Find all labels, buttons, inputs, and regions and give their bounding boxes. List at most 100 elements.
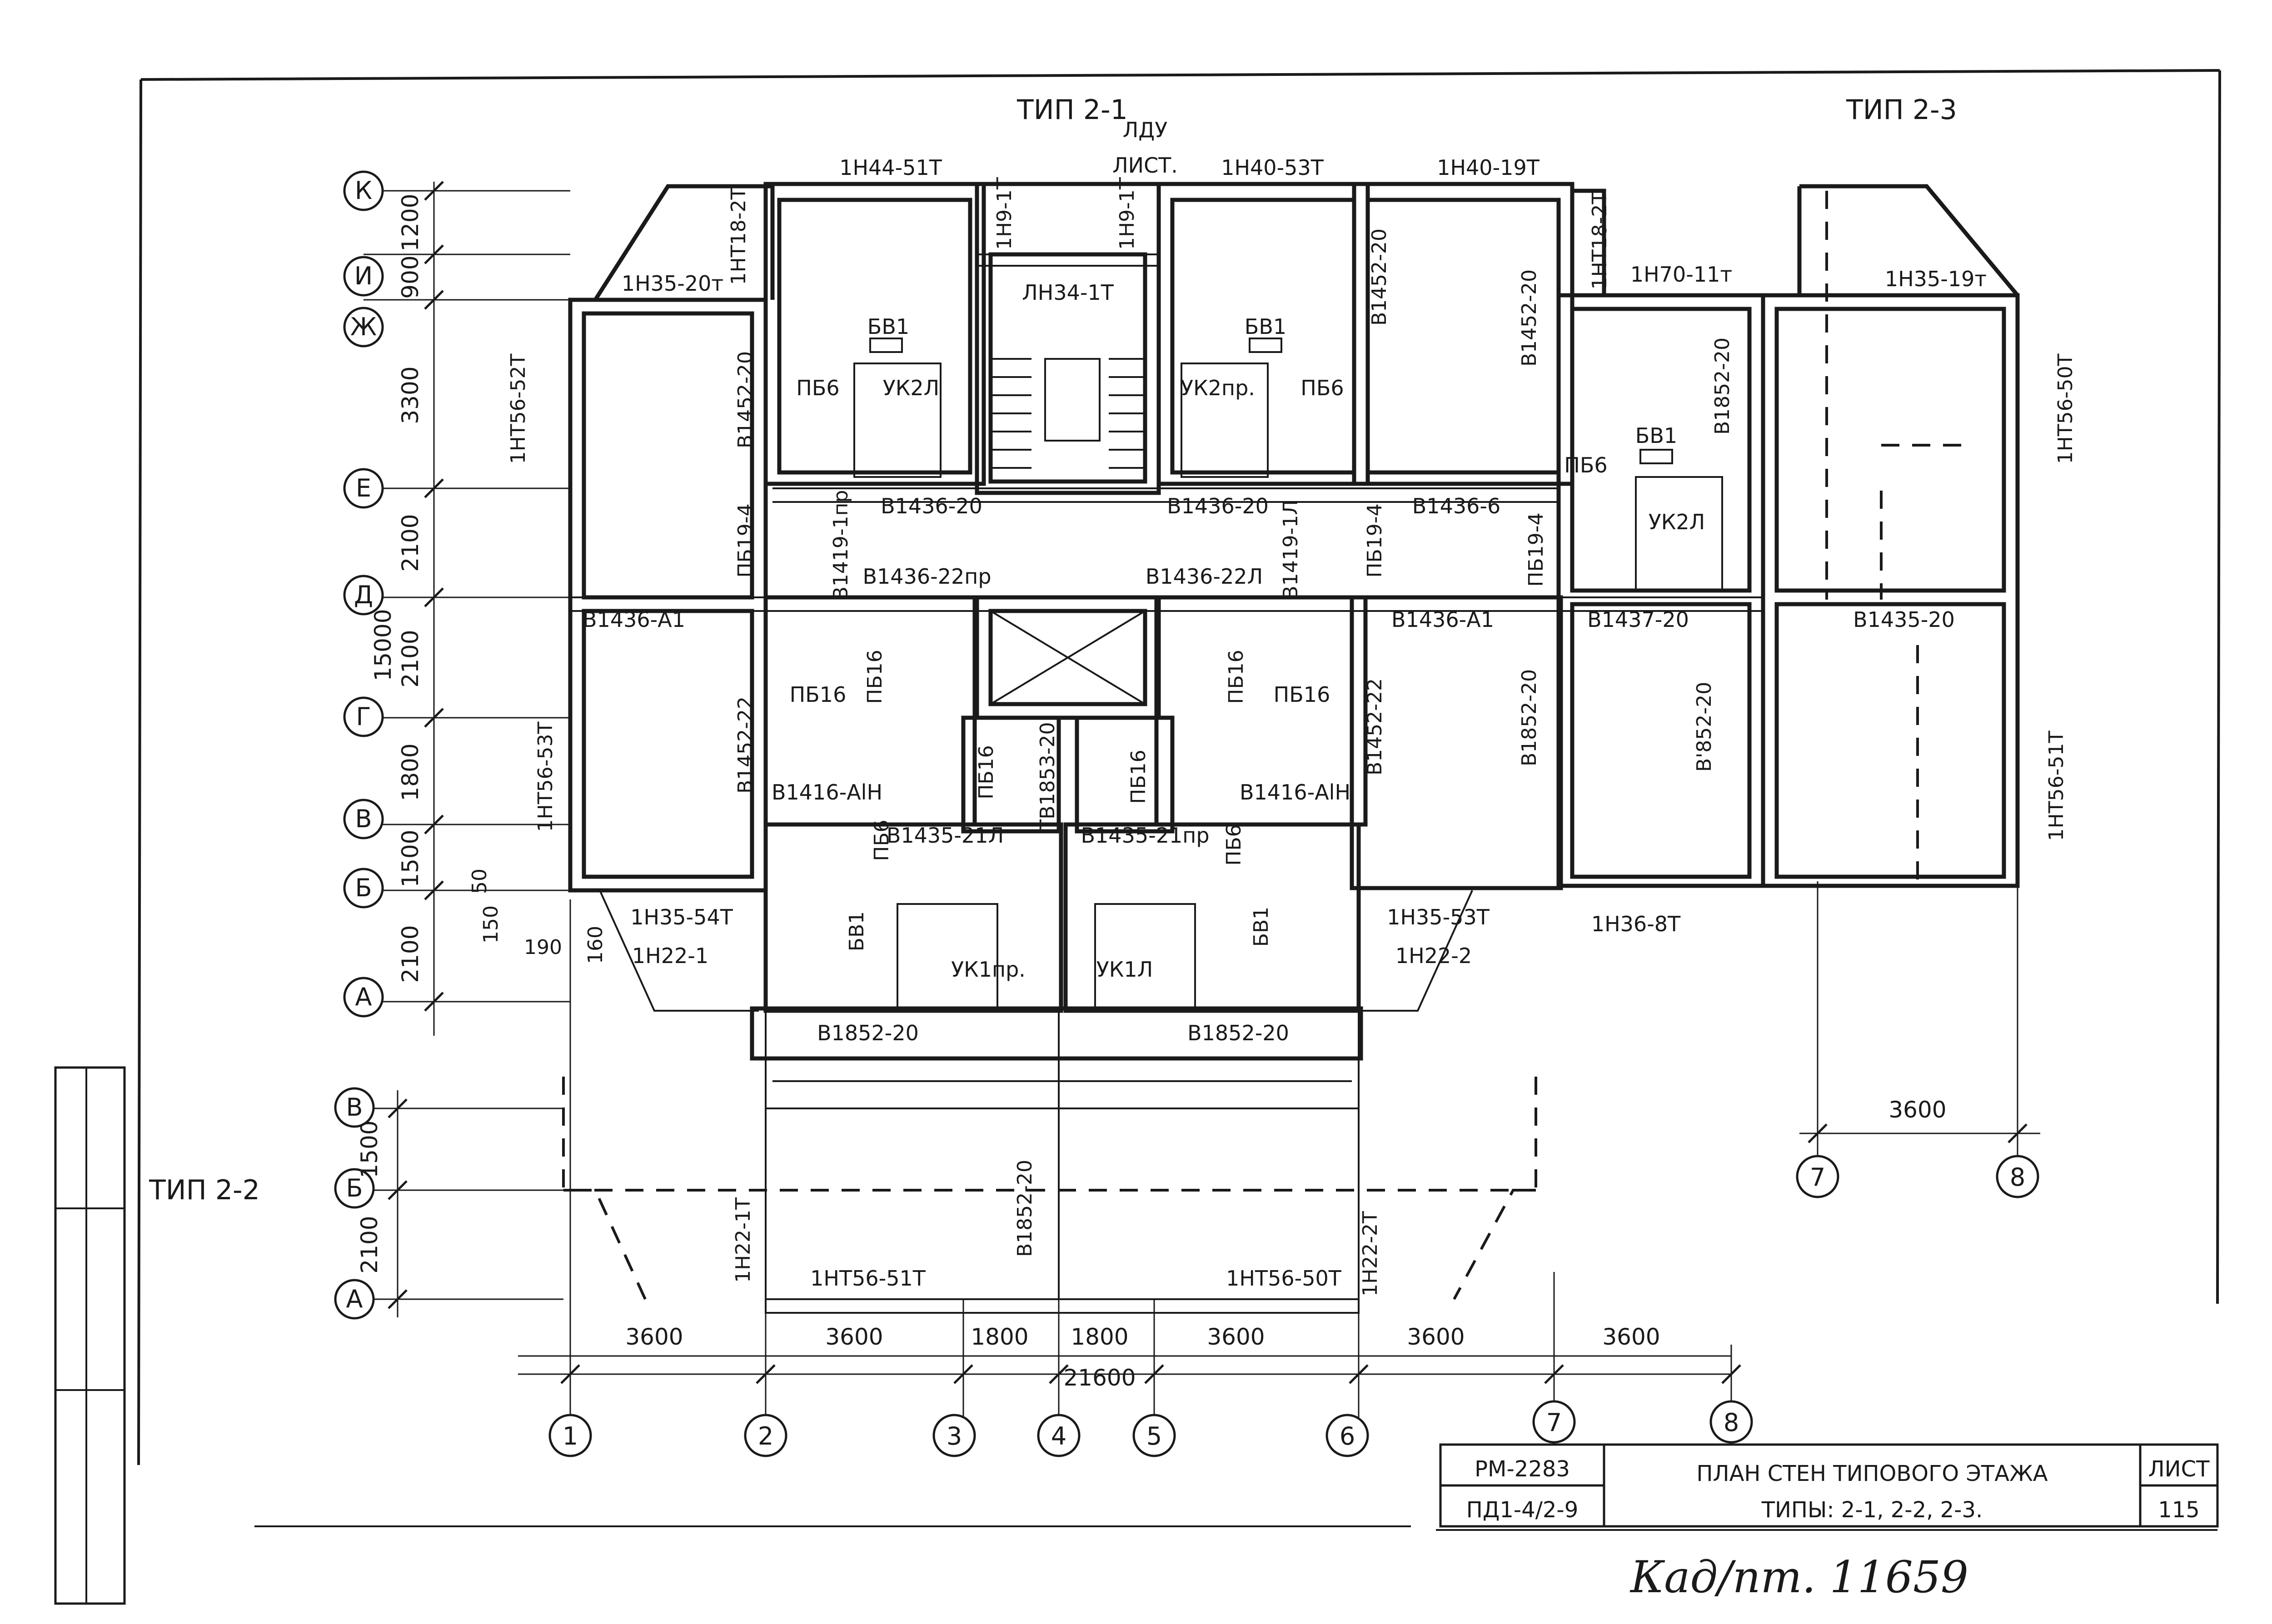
type-labels: ТИП 2-1 ТИП 2-3 ТИП 2-2	[149, 94, 1957, 1206]
axis-col-8-t23: 8	[2010, 1163, 2025, 1192]
sheet-label: ЛИСТ	[2148, 1456, 2210, 1482]
axis-col-3: 3	[947, 1422, 962, 1450]
row-axis-labels: К И Ж Е Д Г В Б А В Б А	[346, 176, 377, 1313]
b1852-b: В1852-20	[1518, 669, 1541, 766]
dim-1500: 1500	[397, 829, 424, 887]
title-code-1: РМ-2283	[1475, 1456, 1570, 1482]
bv1-c: БВ1	[1635, 423, 1677, 448]
b1435: В1435-20	[1853, 607, 1955, 632]
axis-row-B-t22: Б	[346, 1174, 363, 1202]
axis-row-V: В	[355, 805, 372, 833]
b1452-c: В1452-20	[1518, 269, 1541, 367]
pb6-d: ПБ6	[870, 819, 893, 861]
h56-52: 1НТ56-52Т	[507, 354, 530, 464]
ht18-b: 1НТ18-2Т	[1588, 192, 1611, 290]
pb16-d: ПБ16	[1225, 650, 1248, 704]
sheet-number: 115	[2158, 1497, 2200, 1523]
bottom-dimensions: 3600 3600 1800 1800 3600 3600 3600 21600…	[356, 1097, 1947, 1391]
dim-b2: 3600	[825, 1324, 883, 1350]
type-2-1-label: ТИП 2-1	[1016, 94, 1128, 126]
panel-ldu: ЛДУ	[1123, 118, 1168, 142]
uk2l-b: УК2Л	[1649, 510, 1705, 534]
pb16-c: ПБ16	[863, 650, 887, 704]
h36-8: 1Н36-8Т	[1591, 912, 1681, 936]
b1452-b: В1452-20	[1368, 228, 1391, 326]
axis-row-D: Д	[354, 581, 373, 609]
uk2l-a: УК2Л	[883, 376, 940, 400]
b1419l: В1419-1Л	[1279, 500, 1302, 599]
b1416-a: В1416-АlН	[772, 780, 882, 805]
col-axis-labels: 1 2 3 4 5 6 7 8 7 8	[563, 1163, 2025, 1450]
b1436-a1-a: В1436-А1	[583, 607, 685, 632]
pb6-e: ПБ6	[1222, 824, 1246, 865]
h56-51b: 1НТ56-51Т	[810, 1266, 926, 1291]
dim-3300: 3300	[397, 366, 424, 424]
panel-marks: 1Н44-51Т 1Н40-53Т 1Н40-19Т ЛДУ ЛИСТ. 1Н3…	[583, 118, 1987, 1291]
b1852-a: В1852-20	[1711, 338, 1734, 435]
axis-row-V-t22: В	[346, 1093, 363, 1122]
axis-col-7-t23: 7	[1810, 1163, 1825, 1192]
dim-50: 50	[468, 869, 491, 894]
b1436-6: В1436-6	[1412, 494, 1501, 518]
bv1-a: БВ1	[867, 314, 909, 339]
row-axis-bubbles	[334, 170, 384, 1320]
panel-list: ЛИСТ.	[1112, 153, 1178, 178]
b1852-d: В1852-20	[1187, 1021, 1289, 1045]
bv1-e: БВ1	[1250, 907, 1273, 947]
axis-row-B: Б	[355, 874, 372, 902]
pb19-c: ПБ19-4	[1525, 512, 1548, 586]
b1419pr: В1419-1пр	[829, 490, 852, 601]
wall-details	[570, 253, 1763, 1314]
axis-col-4: 4	[1051, 1422, 1066, 1450]
dim-1200: 1200	[397, 194, 424, 251]
dim-150: 150	[479, 905, 503, 944]
pb6-c: ПБ6	[1564, 453, 1607, 477]
dim-b3: 1800	[971, 1324, 1028, 1350]
h22-1: 1Н22-1	[632, 944, 708, 968]
axis-col-1: 1	[563, 1422, 578, 1450]
panel-1h35-20: 1Н35-20т	[622, 271, 723, 296]
b1852-e: В1852-20	[1013, 1160, 1036, 1257]
h9-a: 1Н9-1Т	[993, 177, 1016, 250]
drawing-frame	[54, 69, 2221, 1605]
b3852: В'852-20	[1693, 682, 1716, 772]
title-code-2: ПД1-4/2-9	[1466, 1497, 1579, 1523]
h56-51: 1НТ56-51Т	[2045, 731, 2068, 841]
b1437: В1437-20	[1587, 607, 1689, 632]
ht18-a: 1НТ18-2Т	[727, 188, 750, 285]
axis-row-K: К	[355, 176, 372, 205]
b1436-a1-b: В1436-А1	[1391, 607, 1494, 632]
pb19-b: ПБ19-4	[1363, 503, 1386, 577]
small-dimensions: 50 150 190 160	[468, 869, 607, 964]
dim-b4: 1800	[1071, 1324, 1128, 1350]
axis-col-2: 2	[758, 1422, 773, 1450]
dim-t23-3600: 3600	[1888, 1097, 1946, 1123]
pb16-b: ПБ16	[1274, 682, 1330, 707]
pb19-a: ПБ19-4	[734, 503, 757, 577]
title-line-1: ПЛАН СТЕН ТИПОВОГО ЭТАЖА	[1696, 1461, 2048, 1486]
title-block-frame	[1439, 1443, 2219, 1528]
b1436-22l: В1436-22Л	[1146, 564, 1263, 589]
pb6-a: ПБ6	[796, 376, 839, 400]
dim-2100-a: 2100	[397, 514, 424, 571]
dim-t22-2100: 2100	[356, 1216, 383, 1273]
left-dimensions: 1200 900 3300 2100 15000 2100 1800 1500 …	[370, 194, 424, 983]
axis-col-6: 6	[1340, 1422, 1355, 1450]
panel-1h70: 1Н70-11т	[1630, 262, 1732, 287]
dim-900: 900	[397, 255, 424, 298]
uk1pr: УК1пр.	[951, 957, 1026, 982]
tb1853: ТВ1853-20	[1036, 722, 1059, 832]
uk2pr: УК2пр.	[1181, 376, 1255, 400]
pb16-a: ПБ16	[790, 682, 847, 707]
panel-lh34: ЛН34-1Т	[1022, 280, 1114, 305]
dim-15000: 15000	[370, 609, 396, 681]
uk1l: УК1Л	[1096, 957, 1153, 982]
h56-53: 1НТ56-53Т	[534, 722, 557, 832]
panel-marks-vertical: 1НТ18-2Т 1НТ18-2Т 1Н9-1Т 1Н9-1Т 1НТ56-52…	[507, 177, 2077, 1296]
panel-1h40-b: 1Н40-19Т	[1437, 155, 1540, 180]
axis-col-7: 7	[1546, 1408, 1562, 1437]
dim-b5: 3600	[1207, 1324, 1265, 1350]
dim-t22-1500: 1500	[356, 1120, 383, 1178]
axis-row-A: А	[355, 983, 372, 1011]
